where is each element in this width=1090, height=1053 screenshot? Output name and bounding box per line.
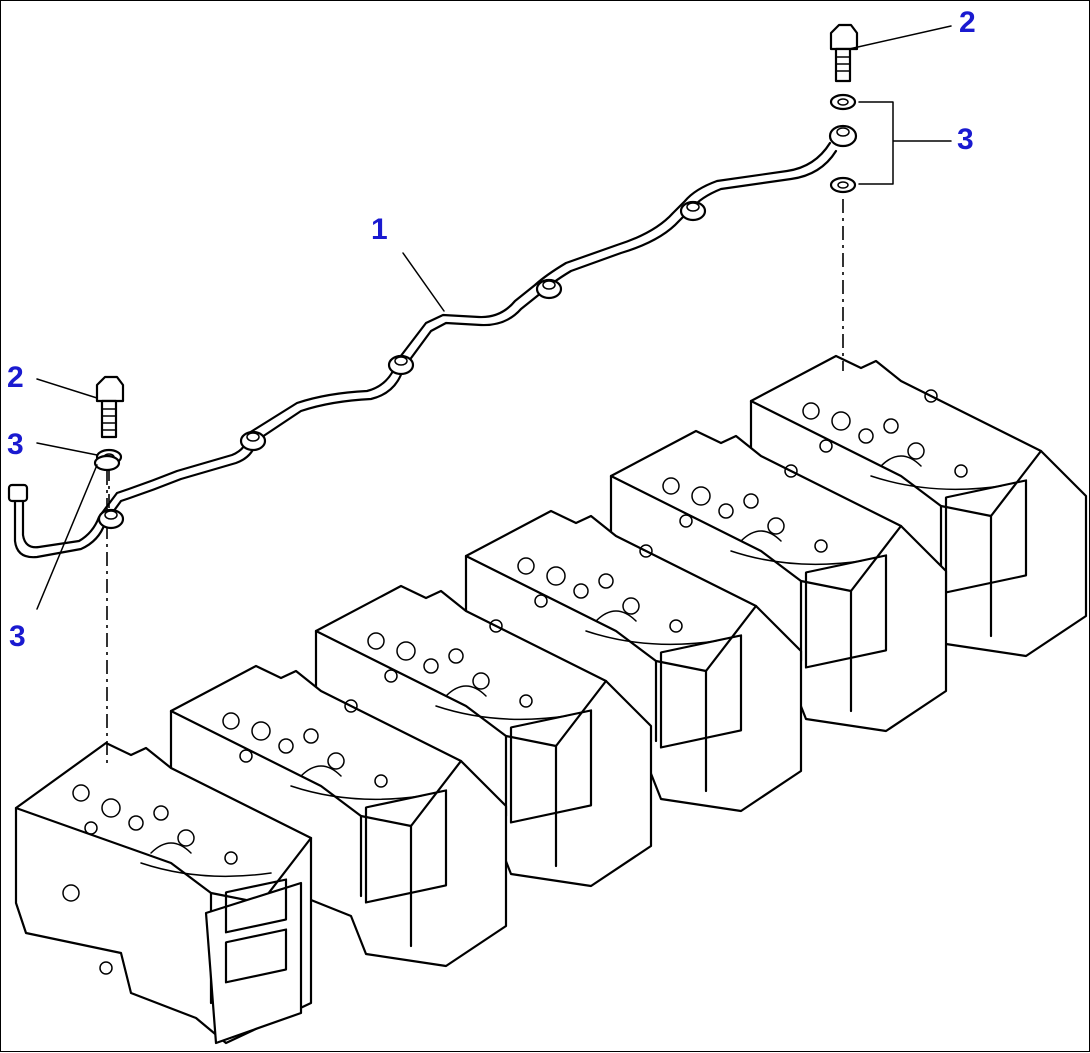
banjo-bolt-right [829,23,859,83]
banjo-bolt-left [95,375,125,439]
cylinder-head-1 [14,741,313,1045]
callout-bolt-left: 2 [7,361,24,394]
callout-bolt-right: 2 [959,6,976,39]
leader-lines [36,25,952,610]
washer-left-lower [93,454,121,472]
cylinder-head-3 [314,584,653,888]
oil-pipe [7,124,858,559]
cylinder-head-6 [749,354,1088,658]
callout-washer-left-lower: 3 [9,620,26,653]
washer-right-upper [829,93,857,111]
callout-pipe: 1 [371,213,388,246]
cylinder-head-5 [609,429,948,733]
callout-washers-right: 3 [957,123,974,156]
washer-right-lower [829,176,857,194]
callout-washer-left-upper: 3 [7,428,24,461]
